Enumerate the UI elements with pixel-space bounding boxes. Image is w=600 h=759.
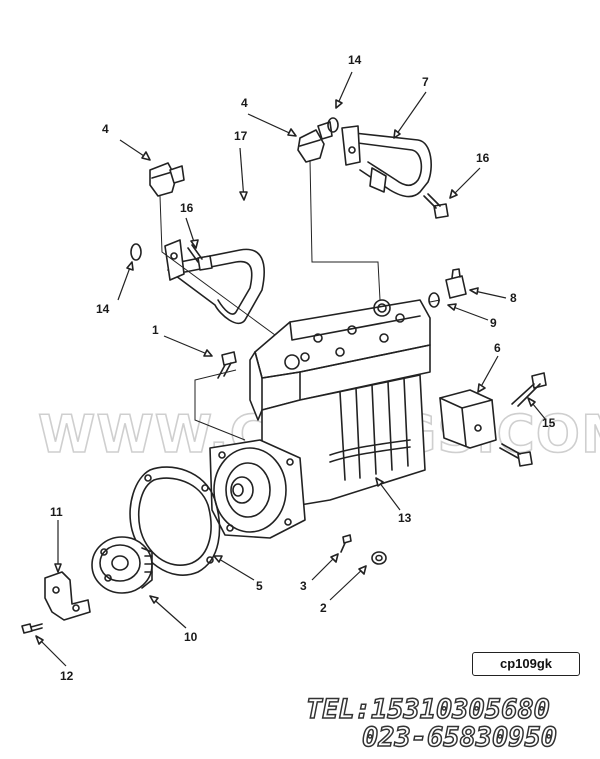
callout-16-left: 16 [180, 201, 194, 215]
callout-8: 8 [510, 291, 517, 305]
bolt-15 [511, 372, 547, 407]
support-bracket-6 [439, 389, 497, 449]
bracket-bolt [21, 623, 43, 634]
callout-labels: 4 4 17 14 7 16 16 14 8 9 1 6 15 13 5 3 2… [50, 53, 556, 683]
bolt-16-right [423, 193, 449, 219]
telephone-watermark: TEL:15310305680 [305, 693, 550, 726]
cap-screw-1 [217, 351, 237, 379]
drive-coupling [91, 536, 153, 594]
callout-3: 3 [300, 579, 307, 593]
fitting-8 [445, 268, 467, 299]
bolt-16-left [187, 244, 213, 271]
callout-11: 11 [50, 505, 63, 519]
callout-1: 1 [152, 323, 159, 337]
compressor-body [209, 299, 431, 539]
callout-4-left: 4 [102, 122, 109, 136]
elbow-fitting-4-right [297, 121, 333, 163]
phone-watermark: 023-65830950 [361, 721, 558, 754]
callout-12: 12 [60, 669, 74, 683]
o-ring-14-right [327, 117, 339, 133]
o-ring-14-left [130, 243, 142, 261]
callout-15: 15 [542, 416, 556, 430]
leader-lines [35, 71, 547, 667]
callout-17: 17 [234, 129, 248, 143]
callout-14-top: 14 [348, 53, 362, 67]
bolt-15-lower [499, 443, 533, 467]
callout-6: 6 [494, 341, 501, 355]
callout-14-left: 14 [96, 302, 110, 316]
callout-5: 5 [256, 579, 263, 593]
discharge-tube-7 [341, 125, 432, 198]
discharge-tube-17 [164, 239, 265, 325]
elbow-fitting-4-left [149, 162, 185, 197]
callout-7: 7 [422, 75, 429, 89]
callout-9: 9 [490, 316, 497, 330]
mounting-bracket [44, 571, 91, 621]
washer-2 [371, 551, 387, 565]
callout-16-right: 16 [476, 151, 490, 165]
screw-3 [340, 534, 352, 553]
callout-2: 2 [320, 601, 327, 615]
callout-4-right: 4 [241, 96, 248, 110]
callout-10: 10 [184, 630, 198, 644]
drawing-code-label: cp109gk [472, 652, 580, 676]
callout-13: 13 [398, 511, 412, 525]
